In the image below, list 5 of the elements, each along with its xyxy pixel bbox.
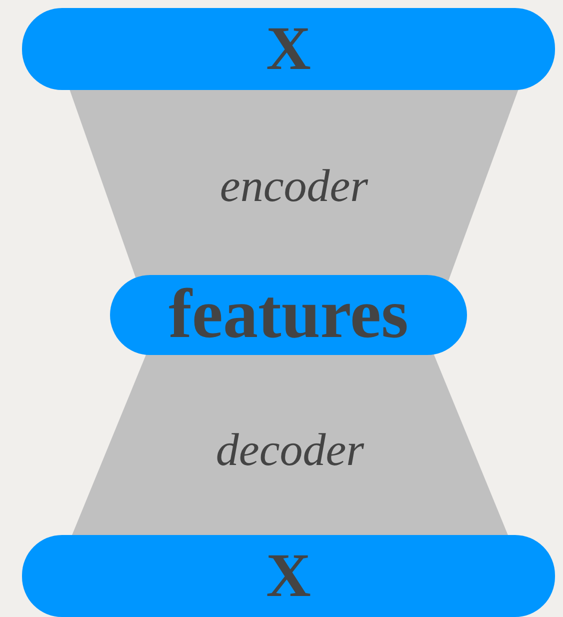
stage-label: encoder bbox=[218, 163, 370, 209]
output-bar: X bbox=[22, 535, 555, 617]
input-bar: X bbox=[22, 8, 555, 90]
features-bar: features bbox=[110, 275, 467, 355]
stage-label: decoder bbox=[214, 427, 366, 473]
